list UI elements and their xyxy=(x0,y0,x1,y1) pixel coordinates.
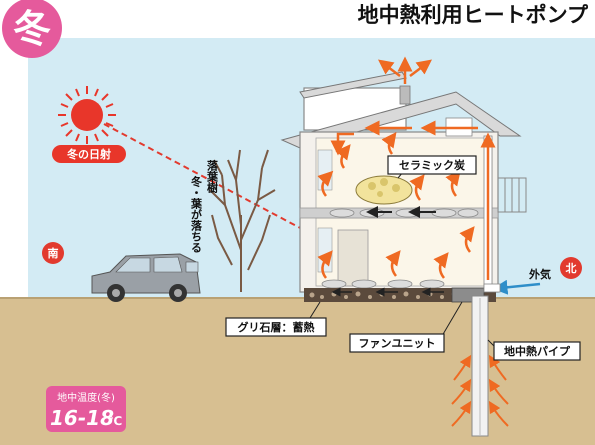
season-badge xyxy=(2,0,62,58)
ground-heat-arrows xyxy=(451,354,509,427)
diagram-title: 地中熱利用ヒートポンプ xyxy=(358,3,589,27)
ceramic-label: セラミック炭 xyxy=(399,158,465,172)
tree-label: 落葉樹 冬・葉が落ちる xyxy=(190,159,220,254)
ground-temp-value: 16-18 xyxy=(50,406,114,430)
ground-temp-caption: 地中温度(冬) xyxy=(57,391,115,404)
north-label: 北 xyxy=(566,261,577,275)
ground-temp-unit: ℃ xyxy=(108,414,123,428)
outside-air-arrow xyxy=(492,279,541,295)
deciduous-tree-icon xyxy=(209,149,276,292)
sun-label: 冬の日射 xyxy=(67,147,111,161)
fan-unit-callout: ファンユニット xyxy=(349,301,463,353)
geothermal-pipe xyxy=(471,295,489,437)
gravel-callout: グリ石層：蓄熱 xyxy=(225,301,327,337)
season-badge-text: 冬 xyxy=(13,7,51,51)
fan-unit-label: ファンユニット xyxy=(359,337,436,350)
sun-icon xyxy=(58,86,116,144)
outside-air-label: 外気 xyxy=(528,267,551,281)
car-icon xyxy=(91,253,201,302)
south-marker xyxy=(42,242,64,264)
tree-label-line1: 落葉樹 xyxy=(206,159,220,194)
south-label: 南 xyxy=(48,246,59,260)
geo-pipe-label: 地中熱パイプ xyxy=(504,344,571,358)
geo-pipe-callout: 地中熱パイプ xyxy=(487,339,581,361)
outside-air-callout: 外気 xyxy=(528,267,551,281)
gravel-storage-layer xyxy=(304,287,496,302)
ceramic-charcoal-icon xyxy=(355,175,413,205)
winter-sun-ray xyxy=(103,123,339,249)
air-intake-duct xyxy=(483,283,501,293)
warm-air-arrows xyxy=(317,56,496,280)
north-marker xyxy=(560,257,582,279)
tree-label-line2: 冬・葉が落ちる xyxy=(190,175,204,254)
sun-label-badge xyxy=(52,145,126,163)
ground-temp-badge: 地中温度(冬) 16-18 ℃ xyxy=(46,386,126,432)
gravel-label: グリ石層：蓄熱 xyxy=(238,320,315,334)
ceramic-callout: セラミック炭 xyxy=(387,155,477,179)
